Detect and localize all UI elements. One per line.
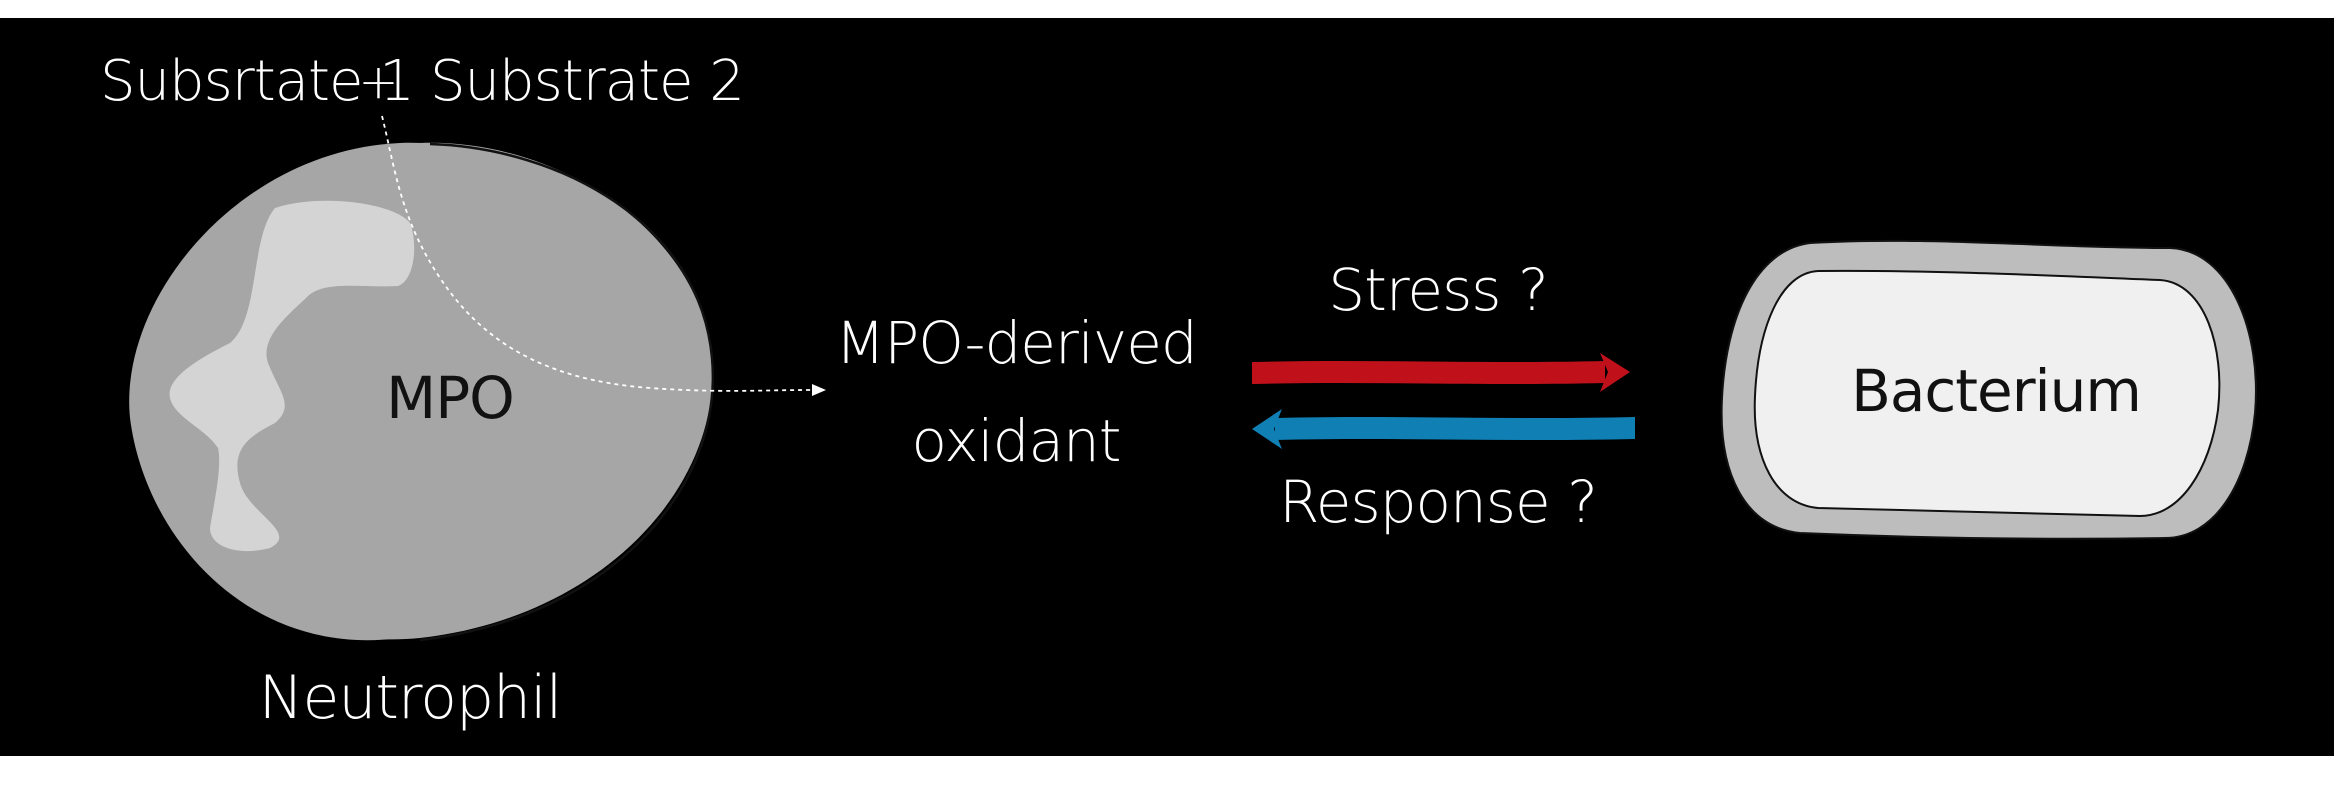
- diagram-canvas: Subsrtate 1 + Substrate 2 MPO Neutrophil…: [0, 18, 2334, 756]
- response-arrow-shaft: [1275, 417, 1635, 440]
- neutrophil-label: Neutrophil: [259, 663, 562, 733]
- substrate-to-oxidant-arrow: [381, 115, 826, 396]
- mpo-label: MPO: [386, 364, 514, 432]
- neutrophil-cell-outline: [419, 142, 715, 642]
- bacterium-label: Bacterium: [1851, 357, 2141, 425]
- stress-arrow-head: [1600, 353, 1630, 392]
- oxidant-label-line2: oxidant: [912, 407, 1121, 475]
- plus-sign: +: [358, 54, 397, 110]
- response-arrow: [1252, 409, 1635, 449]
- substrate-1-label: Subsrtate 1: [100, 49, 414, 114]
- response-label: Response ?: [1279, 468, 1597, 536]
- mpo-granule: [169, 200, 415, 552]
- oxidant-label-line1: MPO-derived: [835, 309, 1197, 377]
- response-arrow-head: [1252, 409, 1282, 449]
- bacterium-inner-body: [1753, 269, 2221, 518]
- diagram-svg: Subsrtate 1 + Substrate 2 MPO Neutrophil…: [100, 49, 2257, 733]
- substrate-to-oxidant-arrowhead: [812, 384, 826, 396]
- bacterium-cell: [1720, 239, 2257, 540]
- stress-label: Stress ?: [1328, 256, 1547, 324]
- substrate-2-label: Substrate 2: [430, 49, 744, 114]
- neutrophil-cell: [129, 142, 715, 642]
- stress-arrow-shaft: [1252, 361, 1605, 384]
- substrate-to-oxidant-dashed-line: [381, 115, 813, 392]
- stress-arrow: [1252, 353, 1630, 392]
